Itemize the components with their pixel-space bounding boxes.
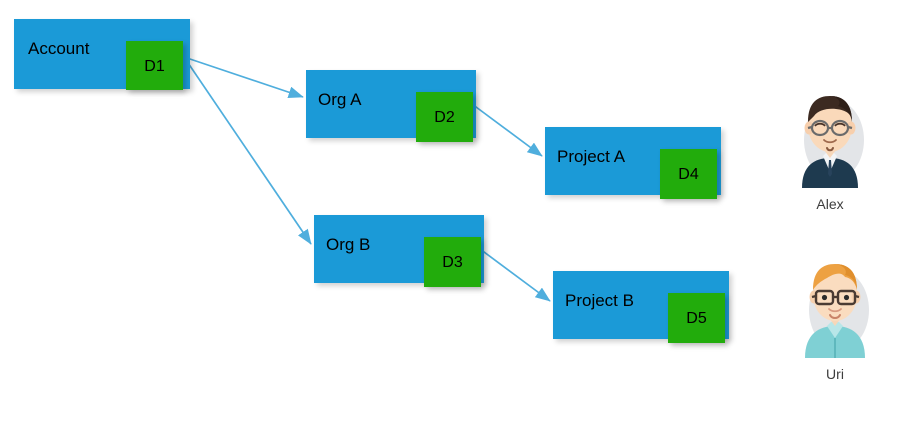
node-project-b-badge[interactable]: D5: [668, 293, 725, 343]
edge-org-a-to-project-a: [471, 103, 543, 157]
node-project-b-badge-label: D5: [686, 310, 707, 327]
node-account-badge-label: D1: [144, 57, 165, 75]
node-org-a[interactable]: Org A D2: [306, 70, 476, 142]
node-org-b-badge-label: D3: [442, 254, 463, 271]
node-org-a-label: Org A: [318, 90, 362, 109]
node-org-a-badge-label: D2: [434, 109, 455, 126]
uri-avatar-icon: [805, 264, 869, 358]
edge-org-b-to-project-b: [479, 248, 551, 302]
node-project-a[interactable]: Project A D4: [545, 127, 721, 199]
edge-account-to-org-a: [183, 56, 304, 99]
user-uri-name: Uri: [826, 366, 844, 382]
node-project-b[interactable]: Project B D5: [553, 271, 729, 343]
node-org-a-badge[interactable]: D2: [416, 92, 473, 142]
user-alex-name: Alex: [816, 196, 844, 212]
alex-avatar-icon: [802, 96, 864, 188]
node-project-a-badge-label: D4: [678, 166, 699, 183]
user-uri[interactable]: Uri: [780, 258, 890, 381]
node-account[interactable]: Account D1: [14, 19, 190, 90]
node-account-label: Account: [28, 39, 90, 58]
node-org-b-label: Org B: [326, 235, 371, 254]
node-project-b-label: Project B: [565, 291, 634, 310]
node-account-badge[interactable]: D1: [126, 41, 183, 90]
node-project-a-label: Project A: [557, 147, 626, 166]
node-org-b-badge[interactable]: D3: [424, 237, 481, 287]
user-alex[interactable]: Alex: [775, 88, 885, 211]
node-org-b[interactable]: Org B D3: [314, 215, 484, 287]
edge-account-to-org-b: [183, 56, 312, 245]
node-project-a-badge[interactable]: D4: [660, 149, 717, 199]
